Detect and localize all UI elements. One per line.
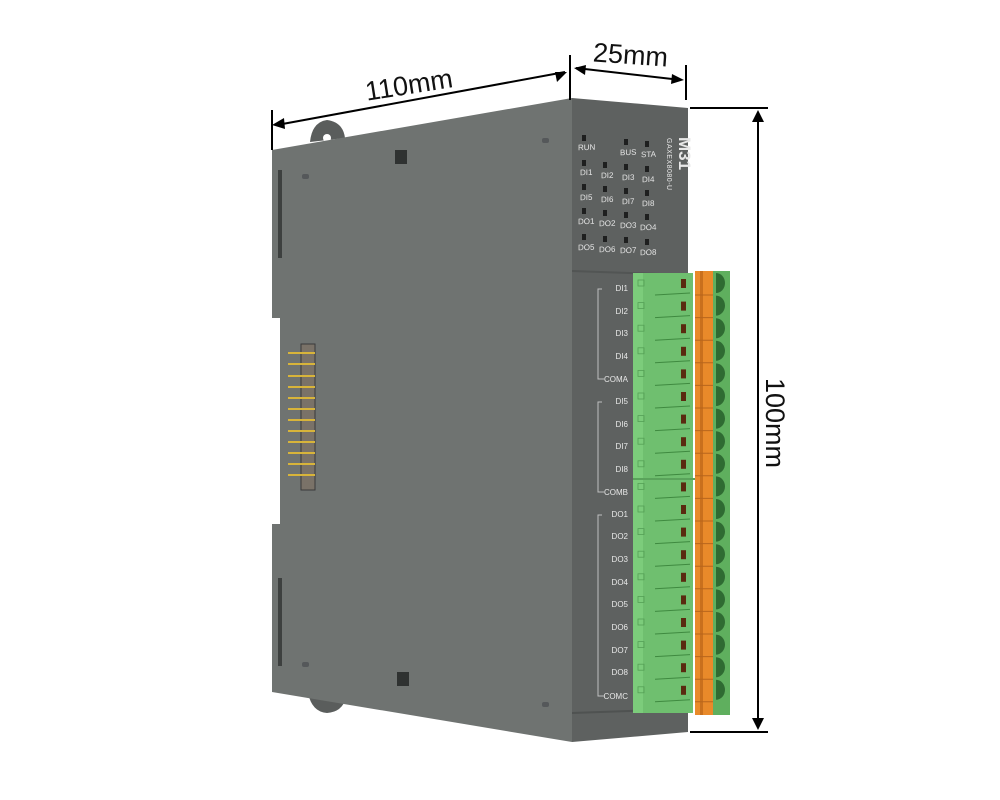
terminal-label: DI3 (615, 329, 628, 338)
terminal-label: DI5 (615, 397, 628, 406)
terminal-label: DO1 (611, 510, 628, 519)
led-label: DO2 (599, 218, 616, 229)
terminal-label: DI4 (615, 352, 628, 361)
led-label: RUN (578, 142, 596, 153)
terminal-label: DI1 (615, 284, 628, 293)
din-rail-notch (268, 318, 280, 524)
terminal-label: DO5 (611, 600, 628, 609)
terminal-label: DI8 (615, 465, 628, 474)
led-label: DO4 (640, 222, 657, 233)
led-label: DO3 (620, 220, 637, 231)
bus-connector (288, 343, 316, 491)
led-label: DO6 (599, 244, 616, 255)
latch-top (395, 150, 407, 164)
terminal-label: COMA (604, 375, 628, 384)
terminal-label: DO4 (611, 578, 628, 587)
led-label: DI4 (642, 174, 655, 185)
model-label: M31 (675, 137, 694, 171)
terminal-label: COMC (603, 692, 628, 701)
vent-slot (278, 578, 282, 666)
led-label: DO5 (578, 242, 595, 253)
led-label: DO1 (578, 216, 595, 227)
led-label: DO8 (640, 247, 657, 258)
terminal-label: DI2 (615, 307, 628, 316)
terminal-group-brackets (597, 288, 604, 697)
led-label: DI5 (580, 192, 593, 203)
terminal-label: DO2 (611, 532, 628, 541)
housing-side-face (272, 98, 572, 742)
led-label: DI2 (601, 170, 614, 181)
led-label: DI7 (622, 196, 635, 207)
terminal-label: DO7 (611, 646, 628, 655)
terminal-label: COMB (604, 488, 628, 497)
led-label: DI3 (622, 172, 635, 183)
terminal-block (633, 271, 730, 715)
terminal-label: DI7 (615, 442, 628, 451)
latch-bottom (397, 672, 409, 686)
dimension-arrowheads (272, 65, 764, 730)
led-label: STA (641, 149, 656, 160)
terminal-pockets (637, 273, 725, 703)
din-clip-top (310, 120, 345, 142)
led-label: DI6 (601, 194, 614, 205)
dimension-lines (271, 55, 768, 733)
led-label: BUS (620, 147, 637, 158)
width-dimension-label: 25mm (592, 37, 670, 73)
led-label: DI8 (642, 198, 655, 209)
led-label: DI1 (580, 167, 593, 178)
terminal-label: DO3 (611, 555, 628, 564)
vent-slot (278, 170, 282, 258)
height-dimension-label: 100mm (760, 378, 790, 469)
led-label: DO7 (620, 245, 637, 256)
part-number-label: GAXEX8080-U (665, 138, 672, 191)
terminal-label: DO6 (611, 623, 628, 632)
terminal-label: DI6 (615, 420, 628, 429)
terminal-label: DO8 (611, 668, 628, 677)
